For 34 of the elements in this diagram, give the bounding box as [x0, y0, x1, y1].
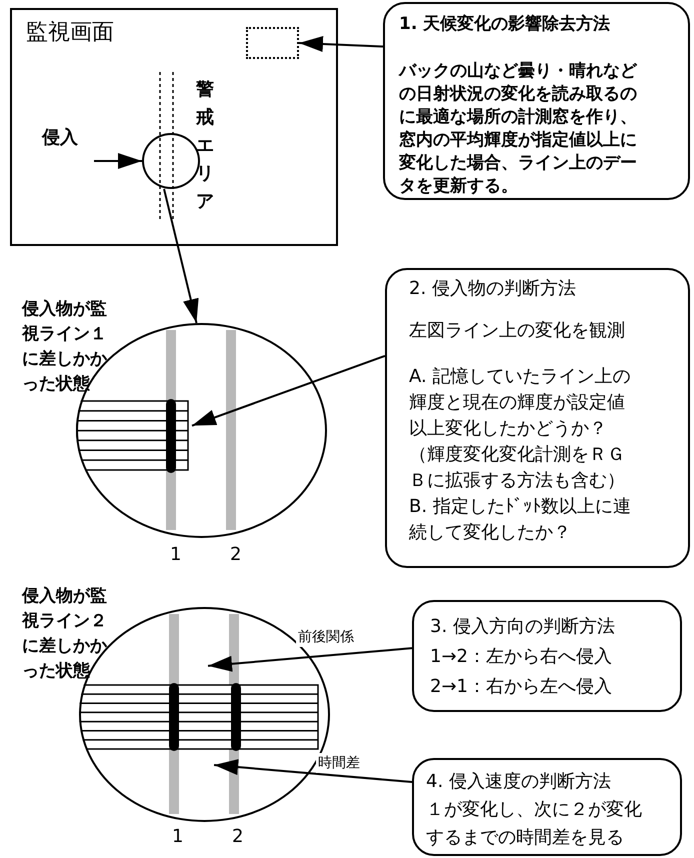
screen-title: 監視画面	[26, 19, 115, 47]
intrusion-bar	[166, 399, 176, 473]
line-number: 1	[170, 544, 182, 566]
arrow	[214, 759, 412, 783]
line-number: 1	[172, 826, 184, 848]
body-text: A. 記憶していたライン上の輝度と現在の輝度が設定値以上変化したかどうか？	[409, 365, 632, 441]
line-number: 2	[230, 544, 242, 566]
body-text: 1→2：左から右へ侵入	[430, 645, 613, 669]
edge-label: 前後関係	[296, 627, 356, 647]
arrow	[94, 153, 142, 169]
heading: 2. 侵入物の判断方法	[409, 277, 577, 301]
measurement-window	[246, 27, 299, 59]
zone-label: 警戒エリア	[196, 78, 215, 214]
body-text: （輝度変化変化計測をＲＧＢに拡張する方法も含む）	[409, 443, 626, 493]
body-text: 左図ライン上の変化を観測	[409, 319, 626, 343]
edge-label: 時間差	[316, 753, 362, 773]
callout-box	[385, 268, 690, 568]
arrow	[208, 647, 412, 672]
heading: 1. 天候変化の影響除去方法	[399, 13, 612, 36]
heading: 4. 侵入速度の判断方法	[426, 770, 612, 794]
heading: 3. 侵入方向の判断方法	[430, 615, 616, 639]
line-number: 2	[232, 826, 244, 848]
arrow	[298, 36, 384, 52]
body-text: バックの山など曇り・晴れなどの日射状況の変化を読み取るのに最適な場所の計測窓を作り、窓内の平均輝度が指定値以上に変化した場合、ライン上のデータを更新する。	[399, 60, 638, 198]
callout-box	[412, 758, 682, 856]
callout-box	[412, 600, 682, 712]
state-caption: 侵入物が監視ライン２に差しかかった状態	[22, 585, 108, 683]
arrow	[163, 188, 199, 324]
edge-label: 侵入	[40, 128, 80, 148]
body-text: B. 指定したﾄﾞｯﾄ数以上に連続して変化したか？	[409, 495, 632, 545]
body-text: 2→1：右から左へ侵入	[430, 675, 613, 699]
body-text: １が変化し、次に２が変化するまでの時間差を見る	[426, 798, 643, 850]
arrow	[192, 354, 386, 427]
callout-box	[383, 2, 690, 200]
